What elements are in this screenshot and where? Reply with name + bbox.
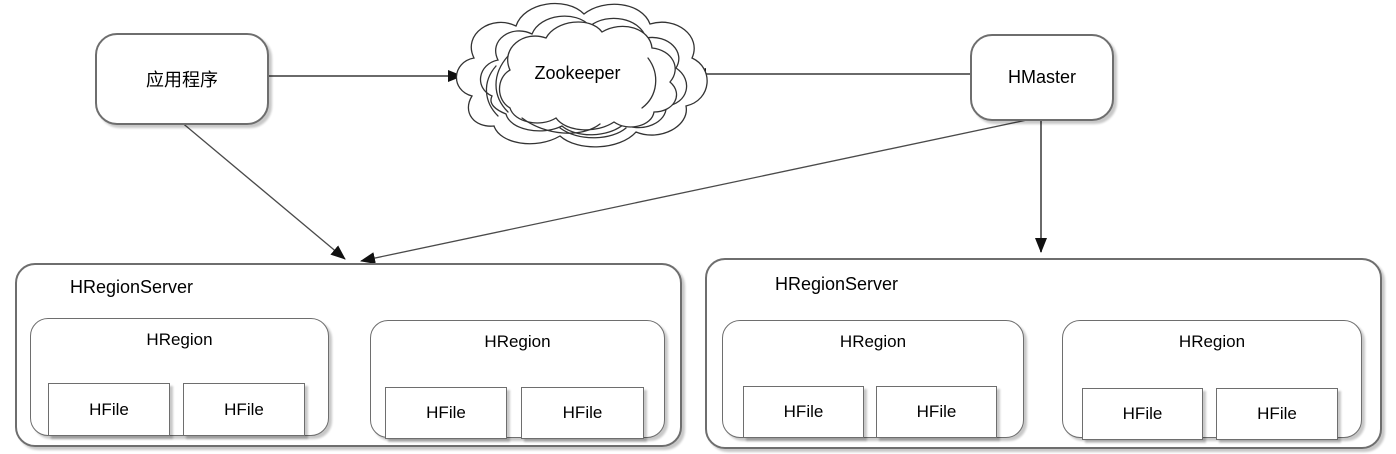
region-server-label: HRegionServer xyxy=(775,274,899,294)
hmaster-node: HMaster xyxy=(970,34,1114,121)
hfile-box: HFile xyxy=(385,387,507,439)
hfile-box: HFile xyxy=(521,387,644,439)
hfile-label: HFile xyxy=(562,403,603,422)
hregion-label: HRegion xyxy=(484,332,551,351)
hfile-box: HFile xyxy=(1082,388,1203,440)
hregion-box: HRegion HFile HFile xyxy=(30,318,329,436)
hregion-box: HRegion HFile HFile xyxy=(1062,320,1362,440)
hfile-box: HFile xyxy=(183,383,305,436)
zookeeper-label: Zookeeper xyxy=(534,63,621,83)
region-server-label: HRegionServer xyxy=(70,277,194,297)
hregion-box: HRegion HFile HFile xyxy=(722,320,1024,438)
hfile-box: HFile xyxy=(48,383,170,436)
hfile-label: HFile xyxy=(1257,404,1297,423)
region-server-0: HRegionServer HRegion HFile HFile HRegio… xyxy=(15,263,682,447)
hregion-label: HRegion xyxy=(839,332,907,351)
hfile-box: HFile xyxy=(876,386,997,438)
application-label: 应用程序 xyxy=(146,70,218,90)
hmaster-label: HMaster xyxy=(1007,67,1076,87)
hregion-box: HRegion HFile HFile xyxy=(370,320,665,439)
hfile-label: HFile xyxy=(89,399,129,419)
application-node: 应用程序 xyxy=(95,33,269,125)
hfile-label: HFile xyxy=(1122,404,1163,423)
arrow-app-to-regionserver0 xyxy=(179,120,346,260)
zookeeper-cloud xyxy=(455,2,708,148)
hfile-box: HFile xyxy=(743,386,864,438)
hfile-label: HFile xyxy=(224,399,264,419)
hfile-label: HFile xyxy=(783,402,824,421)
arrow-hmaster-to-regionserver0 xyxy=(360,116,1042,264)
hfile-label: HFile xyxy=(426,403,466,422)
hregion-label: HRegion xyxy=(1178,332,1246,351)
hfile-label: HFile xyxy=(916,402,957,421)
region-server-1: HRegionServer HRegion HFile HFile HRegio… xyxy=(705,258,1382,449)
hregion-label: HRegion xyxy=(146,330,213,349)
hfile-box: HFile xyxy=(1216,388,1338,440)
